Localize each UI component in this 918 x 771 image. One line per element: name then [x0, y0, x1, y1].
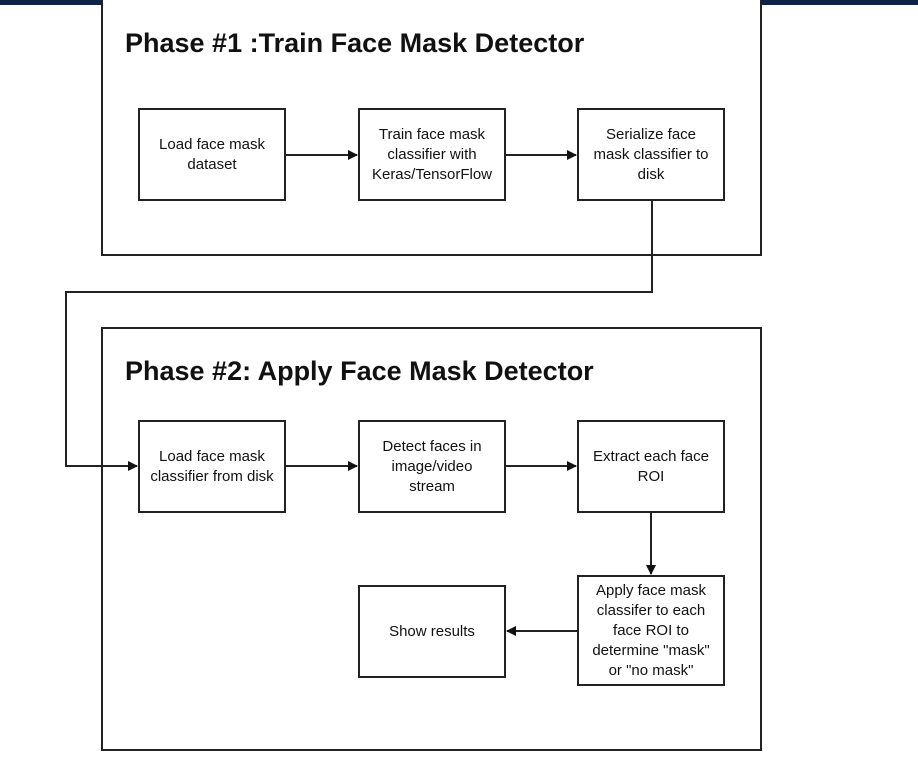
step-extract-roi: Extract each face ROI	[577, 420, 725, 513]
step-load-classifier-label: Load face mask classifier from disk	[150, 447, 274, 485]
step-serialize-classifier: Serialize face mask classifier to disk	[577, 108, 725, 201]
step-show-results-label: Show results	[389, 622, 475, 640]
step-train-classifier: Train face mask classifier with Keras/Te…	[358, 108, 506, 201]
step-detect-faces: Detect faces in image/video stream	[358, 420, 506, 513]
arrow-serialize-to-load-classifier	[65, 201, 653, 471]
step-serialize-classifier-label: Serialize face mask classifier to disk	[593, 125, 709, 183]
step-load-classifier: Load face mask classifier from disk	[138, 420, 286, 513]
step-apply-classifier: Apply face mask classifer to each face R…	[577, 575, 725, 686]
step-show-results: Show results	[358, 585, 506, 678]
phase-1-title: Phase #1 :Train Face Mask Detector	[125, 28, 585, 58]
phase-2-title: Phase #2: Apply Face Mask Detector	[125, 356, 594, 386]
step-load-dataset-label: Load face mask dataset	[159, 135, 265, 173]
step-detect-faces-label: Detect faces in image/video stream	[382, 437, 482, 495]
step-train-classifier-label: Train face mask classifier with Keras/Te…	[371, 125, 493, 183]
step-apply-classifier-label: Apply face mask classifer to each face R…	[592, 581, 710, 679]
step-load-dataset: Load face mask dataset	[138, 108, 286, 201]
step-extract-roi-label: Extract each face ROI	[593, 447, 709, 485]
